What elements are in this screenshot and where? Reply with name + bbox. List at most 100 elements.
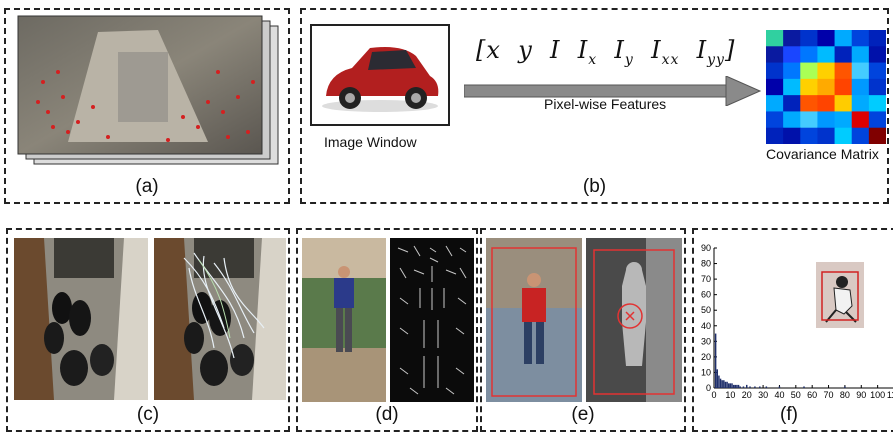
covariance-cell — [868, 46, 886, 64]
histogram-bar — [759, 386, 761, 388]
covariance-cell — [868, 127, 886, 144]
covariance-cell — [868, 95, 886, 112]
y-tick-label: 90 — [701, 243, 711, 253]
covariance-cell — [766, 30, 784, 47]
caption-d: (d) — [375, 404, 399, 425]
histogram-bar — [734, 384, 737, 388]
y-tick-label: 30 — [701, 336, 711, 346]
y-tick-label: 40 — [701, 321, 711, 331]
x-tick-label: 80 — [840, 390, 850, 400]
histogram-bar — [721, 380, 723, 388]
x-tick-label: 90 — [856, 390, 866, 400]
histogram-bar — [716, 369, 719, 388]
hockey-player-inset — [816, 262, 864, 328]
covariance-cell — [851, 78, 870, 96]
x-tick-label: 10 — [725, 390, 735, 400]
covariance-cell — [783, 30, 801, 47]
covariance-cell — [851, 111, 870, 129]
x-tick-label: 110 — [887, 390, 893, 400]
histogram-bar — [714, 333, 717, 388]
panel-b: Image Window [x y I Ix Iy Ixx Iyy] Pixel… — [300, 8, 889, 204]
histogram-bar — [731, 383, 733, 388]
y-tick-label: 70 — [701, 274, 711, 284]
covariance-cell — [834, 127, 853, 144]
crowd-tracking-image-left — [14, 238, 148, 400]
covariance-cell — [868, 30, 886, 47]
y-tick-label: 10 — [701, 367, 711, 377]
covariance-cell — [851, 46, 870, 64]
covariance-cell — [783, 111, 801, 129]
histogram-bar — [727, 383, 730, 388]
covariance-cell — [783, 62, 801, 80]
covariance-cell — [834, 111, 853, 129]
histogram-bar — [778, 386, 781, 388]
x-tick-label: 70 — [824, 390, 834, 400]
panel-e: (e) — [480, 228, 686, 432]
feature-vector-formula: [x y I Ix Iy Ixx Iyy] — [476, 36, 736, 68]
covariance-cell — [800, 46, 818, 64]
covariance-cell — [851, 30, 870, 47]
covariance-cell — [800, 111, 818, 129]
histogram-bar — [726, 381, 728, 388]
covariance-cell — [834, 46, 853, 64]
covariance-cell — [766, 78, 784, 96]
covariance-cell — [817, 111, 836, 129]
panel-c: (c) — [6, 228, 290, 432]
covariance-matrix-heatmap — [766, 30, 886, 144]
covariance-cell — [766, 46, 784, 64]
x-tick-label: 60 — [807, 390, 817, 400]
pedestrian-depth-image — [586, 238, 682, 402]
covariance-cell — [766, 127, 784, 144]
histogram-bar — [719, 378, 722, 388]
histogram-bar — [749, 386, 751, 388]
caption-f: (f) — [780, 404, 798, 425]
covariance-cell — [834, 95, 853, 112]
car-image-window — [310, 24, 450, 126]
x-tick-label: 20 — [742, 390, 752, 400]
covariance-cell — [834, 62, 853, 80]
histogram-bar — [723, 380, 725, 388]
stacked-frames-image — [17, 15, 279, 165]
panel-d: (d) — [296, 228, 478, 432]
crowd-tracking-image-right — [154, 238, 286, 400]
histogram-bar — [729, 383, 732, 388]
pedestrian-image — [302, 238, 386, 402]
histogram-bar — [737, 384, 740, 388]
covariance-matrix-label: Covariance Matrix — [766, 146, 879, 162]
pixel-wise-features-label: Pixel-wise Features — [544, 96, 667, 112]
caption-e: (e) — [571, 404, 595, 425]
covariance-cell — [800, 78, 818, 96]
histogram-bar — [754, 386, 756, 388]
covariance-cell — [817, 95, 836, 112]
arrow-icon — [464, 76, 762, 106]
y-tick-label: 20 — [701, 352, 711, 362]
covariance-cell — [817, 46, 836, 64]
covariance-cell — [868, 62, 886, 80]
histogram-bar — [724, 381, 727, 388]
covariance-cell — [868, 111, 886, 129]
y-tick-label: 60 — [701, 290, 711, 300]
histogram-bar — [765, 386, 768, 388]
x-tick-label: 40 — [774, 390, 784, 400]
covariance-cell — [817, 127, 836, 144]
x-tick-label: 50 — [791, 390, 801, 400]
x-tick-label: 30 — [758, 390, 768, 400]
histogram-bar — [736, 384, 738, 388]
covariance-cell — [800, 95, 818, 112]
covariance-cell — [834, 30, 853, 47]
covariance-cell — [800, 30, 818, 47]
covariance-cell — [834, 78, 853, 96]
covariance-cell — [851, 62, 870, 80]
y-tick-label: 50 — [701, 305, 711, 315]
histogram-bar — [742, 386, 745, 388]
histogram-bar — [803, 386, 805, 388]
covariance-cell — [783, 95, 801, 112]
covariance-cell — [766, 95, 784, 112]
covariance-cell — [817, 30, 836, 47]
covariance-cell — [851, 95, 870, 112]
covariance-cell — [783, 78, 801, 96]
x-tick-label: 100 — [870, 390, 885, 400]
covariance-cell — [851, 127, 870, 144]
